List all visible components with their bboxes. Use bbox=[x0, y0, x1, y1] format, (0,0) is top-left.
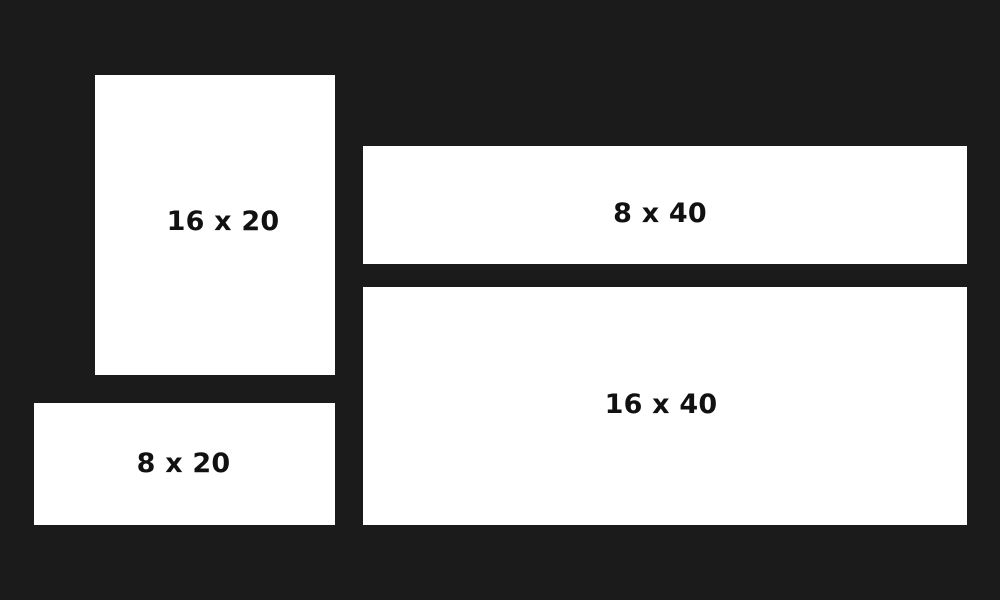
panel-label-8x40: 8 x 40 bbox=[613, 197, 707, 229]
panel-label-16x40: 16 x 40 bbox=[604, 388, 718, 420]
panel-label-16x20: 16 x 20 bbox=[166, 205, 280, 237]
panel-8x40: 8 x 40 bbox=[363, 146, 967, 264]
panel-8x20: 8 x 20 bbox=[34, 403, 335, 525]
panel-label-8x20: 8 x 20 bbox=[136, 448, 231, 479]
panel-16x20: 16 x 20 bbox=[95, 75, 335, 375]
panel-16x40: 16 x 40 bbox=[363, 287, 967, 525]
